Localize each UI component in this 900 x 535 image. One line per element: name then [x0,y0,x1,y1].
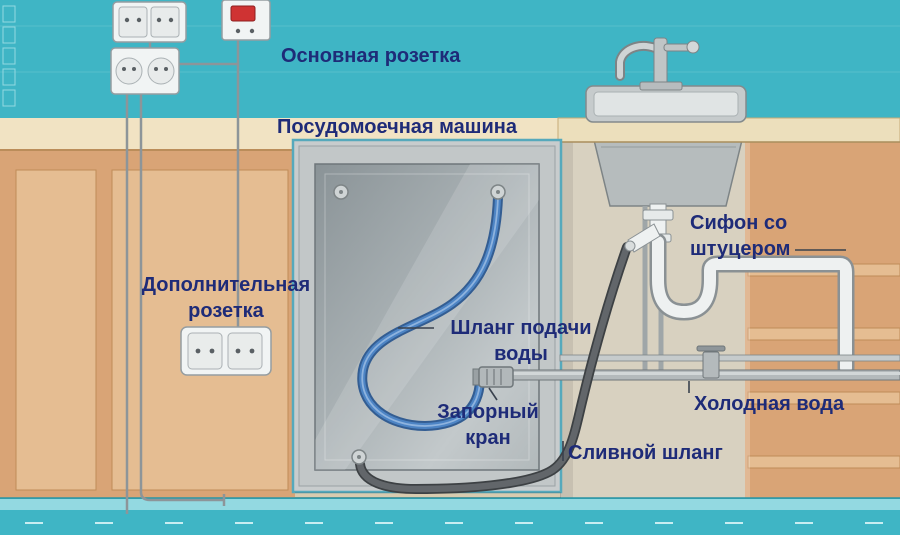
socket-hole [235,28,241,34]
faucet-base [639,81,683,91]
dishwasher-fittings [333,184,506,465]
additional-outlet [180,326,272,376]
right-cabinet [745,142,900,500]
label-shutoff-valve-line1: Запорный [437,401,539,423]
siphon-trap [649,233,855,377]
socket-hole [249,28,255,34]
drain-hose [355,242,632,495]
label-drain-hose: Сливной шланг [568,442,723,464]
cabinet-edge-highlight [745,142,750,500]
faucet-knob [686,40,700,54]
floor-highlight [0,499,900,510]
red-switch [230,5,256,22]
siphon-branch-fitting [624,223,661,253]
label-supply-hose-line2: воды [494,343,548,365]
recess-shadow [560,140,573,500]
sink-underside [593,139,743,207]
label-supply-hose-line1: Шланг подачи [450,317,591,339]
wire-main-right [139,94,224,502]
socket-hole [124,17,130,23]
faucet-spout [617,42,658,79]
label-siphon-line1: Сифон со [690,212,787,234]
leader-shutoff-valve [488,387,498,401]
label-shutoff-valve-line2: кран [465,427,510,449]
socket-hole [235,348,241,354]
socket-hole [168,17,174,23]
label-dishwasher: Посудомоечная машина [277,116,518,138]
leader-lines [398,249,846,461]
fitting-nut [624,240,636,252]
panel-inner-line [324,173,530,461]
electrical-wiring [125,40,240,514]
socket-hole [156,17,162,23]
label-main-outlet: Основная розетка [281,45,461,67]
label-additional-outlet-line2: розетка [188,300,265,322]
label-additional-outlet-line1: Дополнительная [142,274,310,296]
faucet [615,37,700,91]
faucet-handle [663,43,691,52]
sink [585,85,747,123]
shutoff-valve [472,366,514,388]
valve-lever [696,345,726,352]
socket-hole [195,348,201,354]
left-cabinet-panel [15,169,97,491]
supply-hose [357,192,503,432]
label-cold-water: Холодная вода [694,393,845,415]
tile-edge-marks [2,5,16,107]
socket-hole [209,348,215,354]
socket-hole [136,17,142,23]
thin-water-pipe [559,354,900,362]
label-siphon-line2: штуцером [690,238,790,260]
main-outlet-box [110,47,180,95]
switched-outlet [221,0,271,41]
pipe-valve-tee [696,345,726,379]
socket-hole [249,348,255,354]
drain-nut [642,209,674,221]
main-outlet-top [112,1,187,43]
dishwasher-shadow [295,492,561,498]
